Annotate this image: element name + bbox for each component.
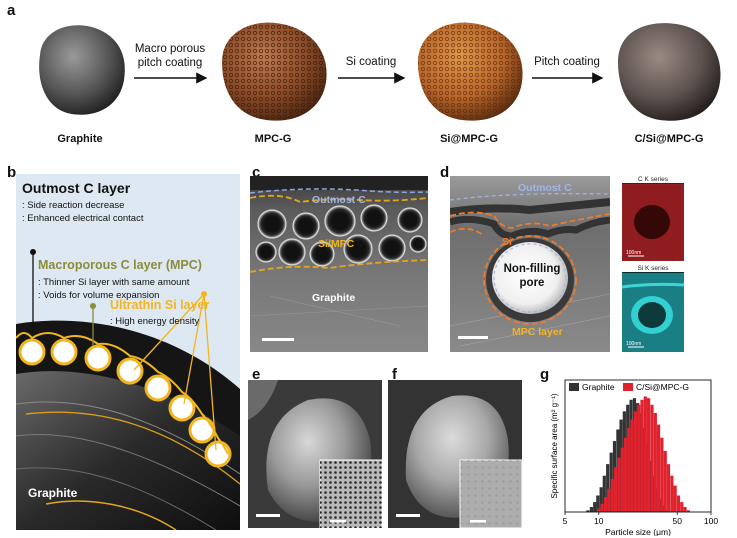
bar-c-si-mpc-g bbox=[600, 503, 604, 512]
eds-si-scale: 100nm bbox=[626, 341, 642, 347]
bar-c-si-mpc-g bbox=[683, 507, 687, 512]
mpc-layer-points: : Thinner Si layer with same amount : Vo… bbox=[38, 276, 189, 302]
eds-c-scale: 100nm bbox=[626, 250, 642, 256]
bar-c-si-mpc-g bbox=[640, 399, 644, 512]
bar-c-si-mpc-g bbox=[666, 464, 671, 512]
panel-a-letter: a bbox=[7, 2, 16, 19]
plot-frame bbox=[564, 379, 712, 513]
x-tick-label: 100 bbox=[704, 516, 718, 526]
mpc-point-1: : Thinner Si layer with same amount bbox=[38, 277, 190, 288]
outer-layer-points: : Side reaction decrease : Enhanced elec… bbox=[22, 199, 143, 225]
si-layer-title: Ultrathin Si layer bbox=[110, 298, 210, 312]
eds-c-title: C K series bbox=[638, 176, 668, 183]
panel-f-letter: f bbox=[392, 366, 397, 383]
bar-c-si-mpc-g bbox=[660, 437, 664, 512]
c-si-mpc-g-particle bbox=[618, 23, 721, 121]
bar-c-si-mpc-g bbox=[617, 457, 621, 512]
caption-si-mpc-g: Si@MPC-G bbox=[440, 133, 498, 145]
bar-c-si-mpc-g bbox=[607, 488, 611, 512]
bar-c-si-mpc-g bbox=[686, 510, 690, 512]
tem-image-c: Outmost C Si/MPC Graphite bbox=[250, 176, 428, 352]
bar-c-si-mpc-g bbox=[630, 419, 634, 512]
mpc-point-2: : Voids for volume expansion bbox=[38, 290, 160, 301]
bar-c-si-mpc-g bbox=[650, 404, 654, 512]
x-tick-label: 5 bbox=[563, 516, 568, 526]
caption-graphite: Graphite bbox=[57, 133, 103, 145]
bar-graphite bbox=[596, 495, 600, 512]
bar-graphite bbox=[589, 507, 594, 512]
y-axis-label: Specific surface area (m² g⁻¹) bbox=[550, 393, 559, 498]
graphite-particle bbox=[39, 25, 125, 115]
bar-c-si-mpc-g bbox=[620, 447, 624, 512]
tem-c-si-mpc-label: Si/MPC bbox=[318, 238, 355, 250]
bar-c-si-mpc-g bbox=[610, 479, 614, 512]
x-tick-label: 10 bbox=[594, 516, 604, 526]
x-axis-label: Particle size (μm) bbox=[605, 527, 671, 536]
tem-image-d: Outmost C Si Non-filling pore MPC layer bbox=[450, 176, 610, 352]
bar-c-si-mpc-g bbox=[653, 413, 657, 512]
schematic-a bbox=[39, 22, 721, 121]
x-tick-label: 50 bbox=[672, 516, 682, 526]
bar-graphite bbox=[586, 510, 590, 512]
panel-d-letter: d bbox=[440, 164, 450, 181]
pore-rings bbox=[18, 338, 232, 468]
bar-c-si-mpc-g bbox=[663, 450, 667, 512]
legend-label: Graphite bbox=[582, 382, 615, 392]
bar-c-si-mpc-g bbox=[597, 508, 601, 512]
bar-c-si-mpc-g bbox=[680, 502, 684, 512]
arrow-label-pitch-final: Pitch coating bbox=[534, 56, 600, 68]
legend-label: C/Si@MPC-G bbox=[636, 382, 689, 392]
structure-panel: Outmost C layer : Side reaction decrease… bbox=[16, 174, 240, 530]
tem-d-pore-label: Non-filling pore bbox=[503, 263, 561, 289]
bar-c-si-mpc-g bbox=[656, 424, 661, 512]
bar-c-si-mpc-g bbox=[633, 411, 637, 512]
bar-graphite bbox=[593, 502, 597, 512]
legend-swatch bbox=[569, 383, 579, 391]
eds-c-title-bar: C K series bbox=[622, 176, 684, 183]
mpc-g-particle bbox=[222, 22, 327, 121]
tem-d-outmost-label: Outmost C bbox=[518, 182, 572, 194]
bar-c-si-mpc-g bbox=[603, 497, 608, 512]
core-label: Graphite bbox=[28, 486, 78, 500]
bar-graphite bbox=[599, 487, 603, 512]
eds-si-title-bar: Si K series bbox=[622, 265, 684, 272]
tem-c-outmost-label: Outmost C bbox=[312, 194, 366, 206]
si-mpc-g-particle bbox=[418, 22, 523, 121]
bar-c-si-mpc-g bbox=[670, 475, 674, 512]
eds-map-si: Si K series 100nm bbox=[622, 265, 684, 352]
bar-graphite bbox=[602, 475, 606, 512]
bar-c-si-mpc-g bbox=[613, 467, 618, 512]
arrow-label-si: Si coating bbox=[345, 56, 397, 68]
outer-point-2: : Enhanced electrical contact bbox=[22, 213, 144, 224]
bar-c-si-mpc-g bbox=[623, 437, 628, 512]
panel-c-letter: c bbox=[252, 164, 261, 181]
si-layer-point: : High energy density bbox=[110, 316, 200, 327]
caption-c-si-mpc-g: C/Si@MPC-G bbox=[634, 133, 704, 145]
tem-c-graphite-label: Graphite bbox=[312, 292, 356, 304]
bar-c-si-mpc-g bbox=[643, 396, 647, 512]
mpc-layer-title: Macroporous C layer (MPC) bbox=[38, 258, 202, 272]
bar-c-si-mpc-g bbox=[627, 427, 631, 512]
tem-d-si-label: Si bbox=[502, 236, 512, 248]
layer-diagram bbox=[16, 249, 240, 530]
outer-point-1: : Side reaction decrease bbox=[22, 200, 125, 211]
eds-map-c: C K series 100nm bbox=[622, 176, 684, 261]
bar-c-si-mpc-g bbox=[647, 398, 651, 512]
sem-image-e bbox=[248, 380, 382, 528]
arrow-label-pitch: Macro porous pitch coating bbox=[134, 43, 206, 69]
bar-c-si-mpc-g bbox=[676, 495, 681, 512]
sem-image-f bbox=[388, 380, 522, 528]
eds-si-title: Si K series bbox=[637, 265, 669, 272]
tem-d-mpc-label: MPC layer bbox=[512, 326, 563, 338]
outer-layer-title: Outmost C layer bbox=[22, 180, 131, 196]
legend-swatch bbox=[623, 383, 633, 391]
panel-e-letter: e bbox=[252, 366, 261, 383]
caption-mpc-g: MPC-G bbox=[254, 133, 292, 145]
bar-c-si-mpc-g bbox=[673, 485, 677, 512]
bar-c-si-mpc-g bbox=[637, 404, 641, 512]
panel-g-letter: g bbox=[540, 366, 550, 383]
panel-b-letter: b bbox=[7, 164, 17, 181]
bar-graphite bbox=[606, 464, 610, 512]
